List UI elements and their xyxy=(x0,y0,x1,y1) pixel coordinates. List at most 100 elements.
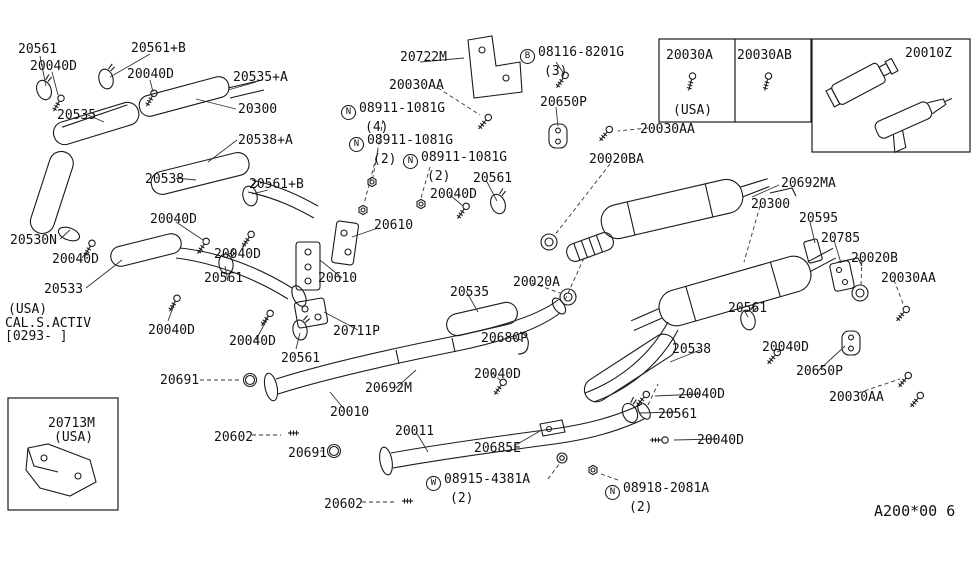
part-label: 20538 xyxy=(145,172,185,187)
note-date-range: [0293- ] xyxy=(5,329,68,344)
bolt-icon xyxy=(258,308,276,329)
fastener-qty: (2) xyxy=(427,169,451,184)
part-label: 20040D xyxy=(474,367,521,382)
note-usa: (USA) xyxy=(8,302,48,317)
part-label: 20020A xyxy=(513,275,560,290)
inset-boxes xyxy=(7,38,971,511)
fastener-icons xyxy=(32,62,926,505)
fastener-part-number: 08116-8201G xyxy=(538,45,625,60)
fastener-qty: (2) xyxy=(450,491,474,506)
part-label: 20040D xyxy=(762,340,809,355)
clamp-icon xyxy=(95,62,121,92)
part-label: 20561 xyxy=(728,301,768,316)
part-label: 20040D xyxy=(30,59,77,74)
gasket-icon xyxy=(851,284,869,302)
clamp-icon xyxy=(32,73,59,103)
bolt-icon xyxy=(633,389,652,409)
sealant-kit-art xyxy=(825,57,953,154)
part-label: 20691 xyxy=(160,373,200,388)
part-label: 20040D xyxy=(430,187,477,202)
bolt-icon xyxy=(684,71,697,92)
bolt-icon xyxy=(596,124,615,144)
part-label: 20692M xyxy=(365,381,412,396)
nut-icon xyxy=(358,204,368,216)
part-label: 20561+B xyxy=(249,177,304,192)
oring-icon xyxy=(326,443,342,459)
part-label: 20561 xyxy=(18,42,58,57)
part-label: 20040D xyxy=(678,387,725,402)
inset-hardware-left-title: 20030A xyxy=(666,48,713,63)
prefix-circle: N xyxy=(605,485,620,500)
clamp-icon xyxy=(486,187,513,217)
part-label: 20030AA xyxy=(881,271,936,286)
part-label: 20561 xyxy=(204,271,244,286)
bolt-icon xyxy=(895,370,914,390)
fastener-part-number: 08918-2081A xyxy=(623,481,710,496)
center-assembly-art xyxy=(263,35,651,476)
part-label: 20561 xyxy=(658,407,698,422)
bolt-icon xyxy=(143,88,159,109)
fastener-qty: (2) xyxy=(629,500,653,515)
part-label: 20300 xyxy=(238,102,278,117)
part-label: 20711P xyxy=(333,324,380,339)
oring-icon xyxy=(242,372,258,388)
part-label: 20020B xyxy=(851,251,898,266)
bolt-icon xyxy=(454,201,472,222)
washer-icon xyxy=(556,452,568,464)
inset-bracket-title: 20713M xyxy=(48,416,95,431)
bracket-art xyxy=(25,443,97,497)
part-label: 20040D xyxy=(697,433,744,448)
gasket-icon xyxy=(540,233,558,251)
part-label: 20030AA xyxy=(640,122,695,137)
bolt-icon xyxy=(760,71,773,92)
prefix-circle: N xyxy=(341,105,356,120)
inset-hardware-right-title: 20030AB xyxy=(737,48,792,63)
part-label: 20561 xyxy=(473,171,513,186)
fastener-qty: (2) xyxy=(373,152,397,167)
nut-icon xyxy=(588,464,598,476)
bolt-icon xyxy=(907,390,926,410)
bolt-icon xyxy=(475,112,494,132)
fastener-part-number: 08911-1081G xyxy=(359,101,446,116)
part-label: 20785 xyxy=(821,231,861,246)
prefix-circle: N xyxy=(349,137,364,152)
bolt-icon xyxy=(893,304,912,324)
part-label: 20595 xyxy=(799,211,839,226)
part-label: 20650P xyxy=(540,95,587,110)
leader-lines-dashed xyxy=(200,87,905,503)
part-label: 20650P xyxy=(796,364,843,379)
part-label: 20040D xyxy=(148,323,195,338)
part-label: 20010 xyxy=(330,405,370,420)
part-label: 20610 xyxy=(374,218,414,233)
part-label: 20530N xyxy=(10,233,57,248)
nut-icon xyxy=(416,198,426,210)
part-label: 20561+B xyxy=(131,41,186,56)
part-label: 20538+A xyxy=(238,133,293,148)
prefix-circle: N xyxy=(403,154,418,169)
part-label: 20538 xyxy=(672,342,712,357)
stud-icon xyxy=(287,429,300,437)
part-label: 20680P xyxy=(481,331,528,346)
inset-sealant-title: 20010Z xyxy=(905,46,952,61)
part-label: 20040D xyxy=(229,334,276,349)
part-label: 20011 xyxy=(395,424,435,439)
gasket-icon xyxy=(559,288,577,306)
part-label: 20691 xyxy=(288,446,328,461)
part-label: 20535 xyxy=(57,108,97,123)
part-label: 20533 xyxy=(44,282,84,297)
prefix-circle: B xyxy=(520,49,535,64)
bolt-icon xyxy=(649,436,669,444)
part-label: 20040D xyxy=(214,247,261,262)
part-label: 20685E xyxy=(474,441,521,456)
part-label: 20020BA xyxy=(589,152,644,167)
part-label: 20040D xyxy=(127,67,174,82)
part-label: 20610 xyxy=(318,271,358,286)
part-label: 20300 xyxy=(751,197,791,212)
inset-bracket-usa-note: (USA) xyxy=(54,430,94,445)
note-cal-activ: CAL.S.ACTIV xyxy=(5,316,92,331)
